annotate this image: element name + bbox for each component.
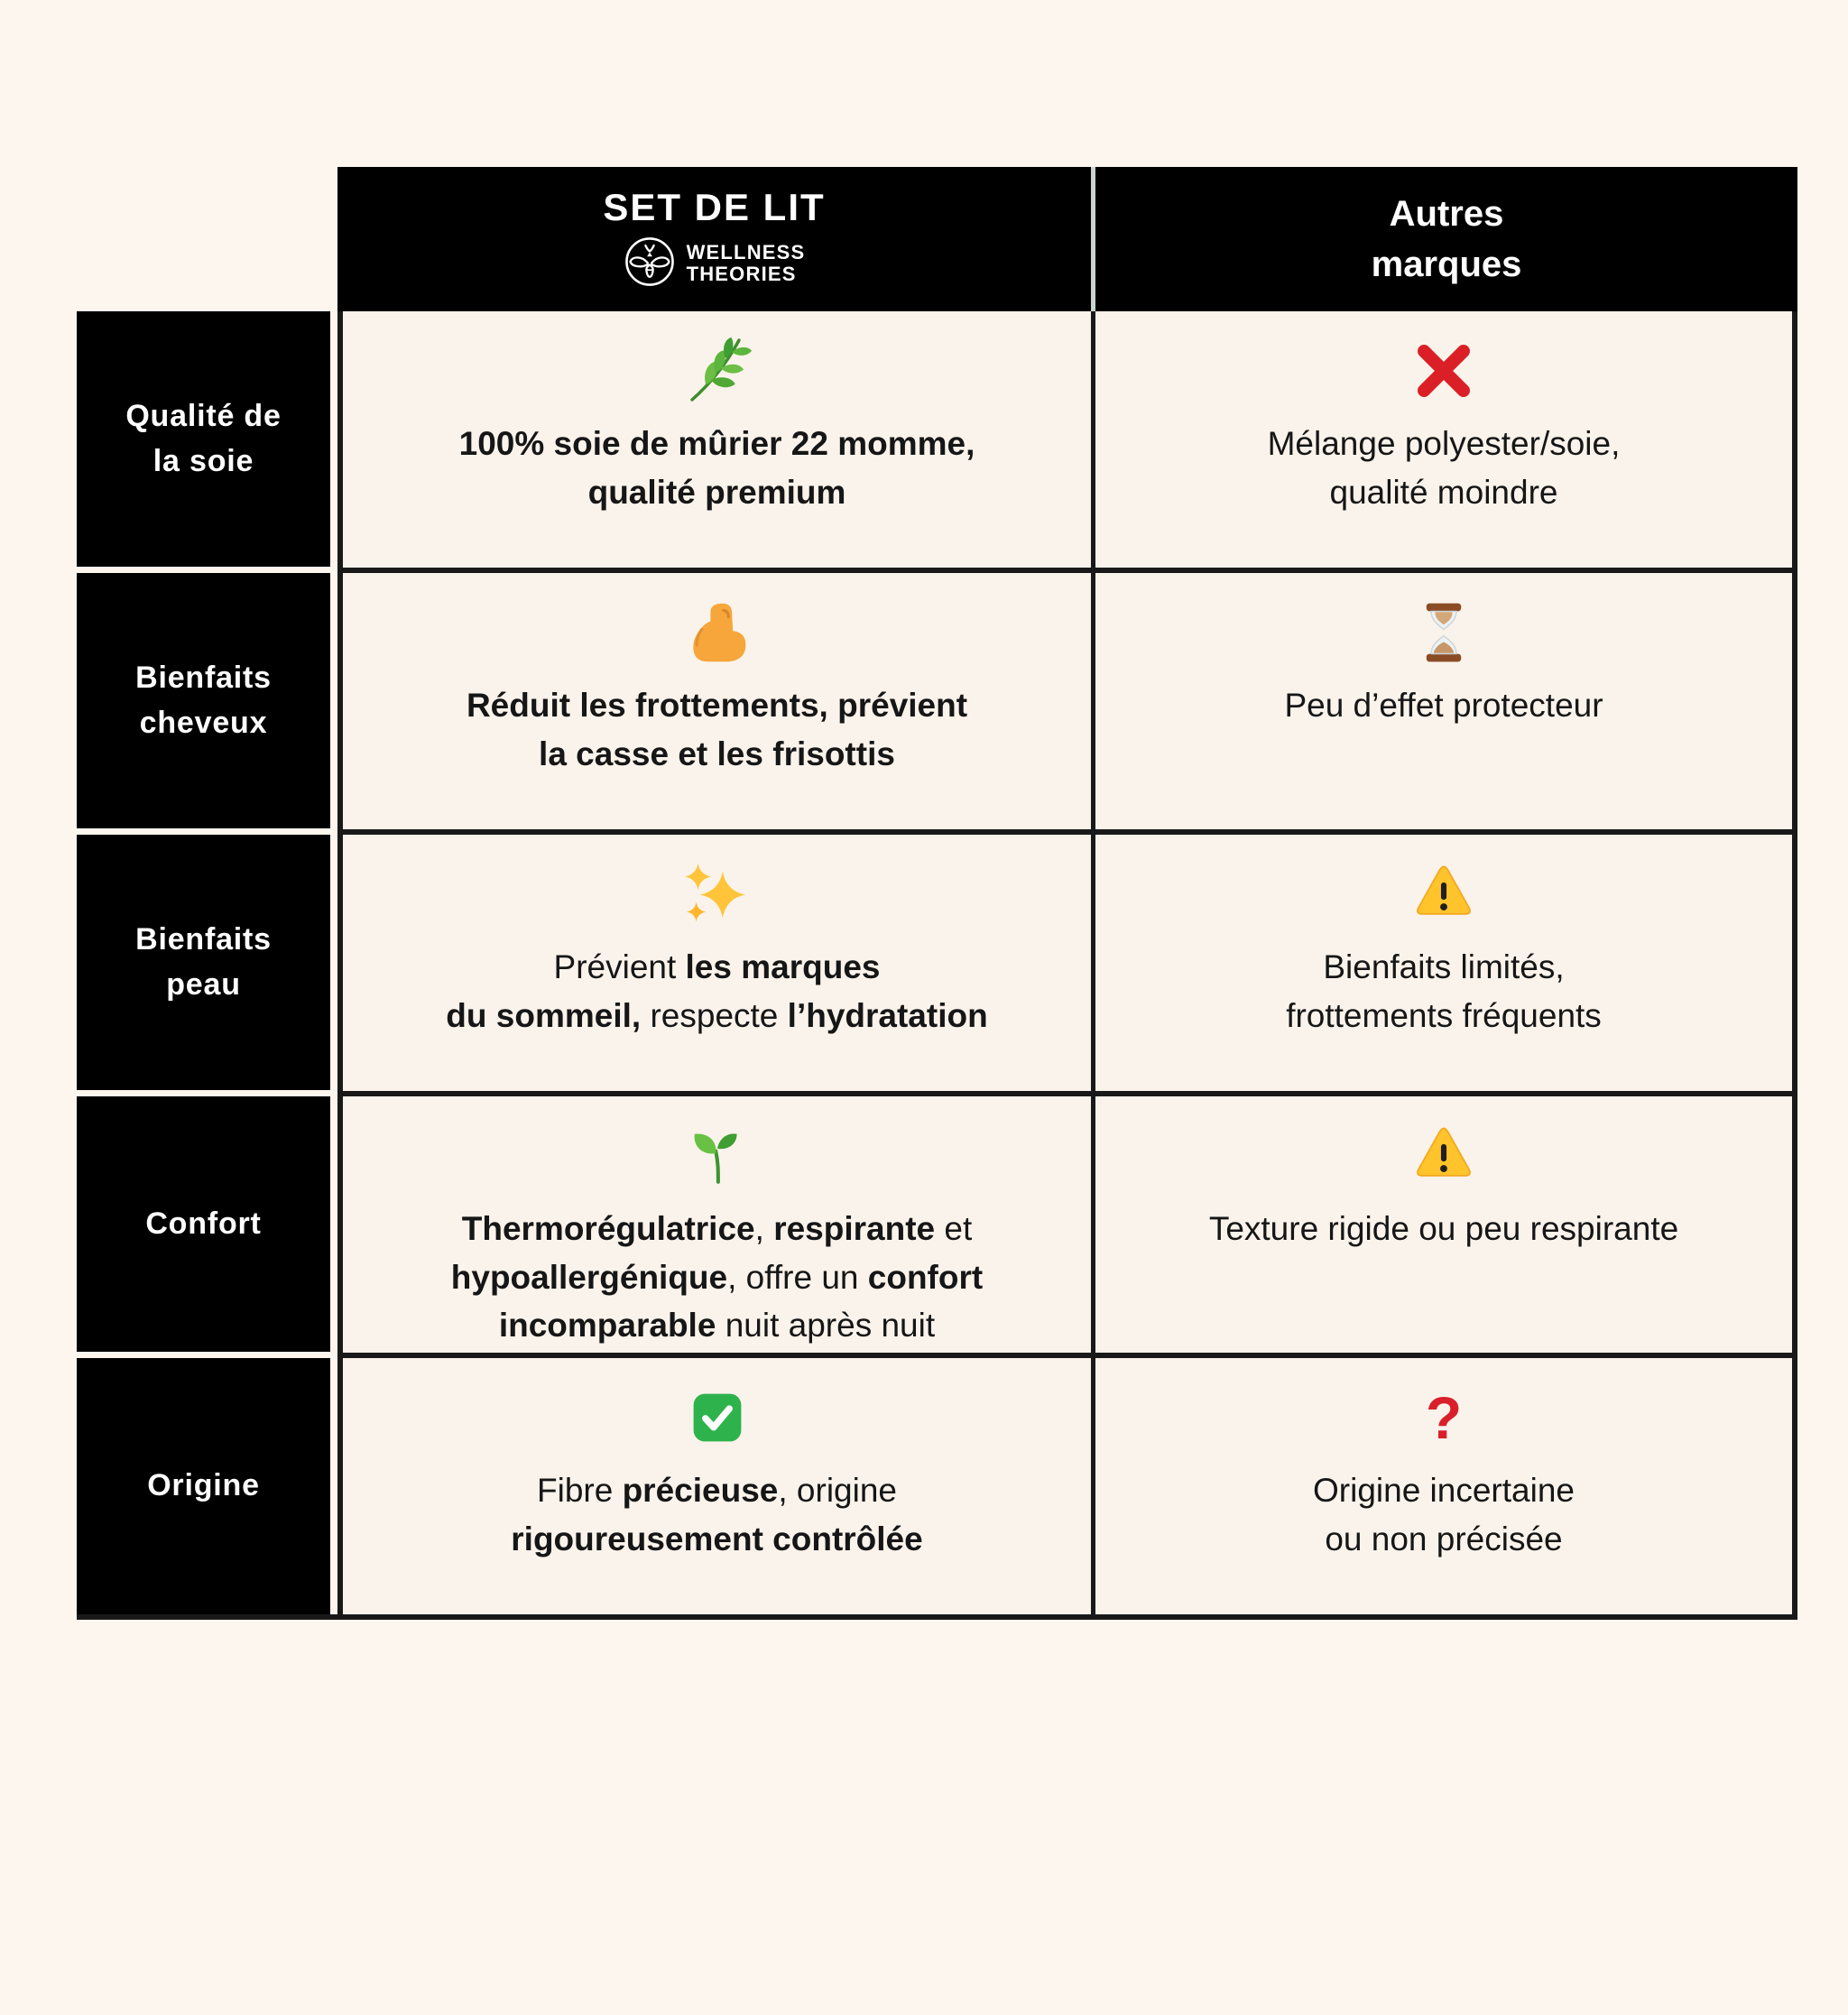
check-mark-icon: [688, 1383, 747, 1452]
other-cell-bienfaits-peau: Bienfaits limités, frottements fréquents: [1095, 835, 1797, 1096]
brand-name: WELLNESS THEORIES: [686, 240, 806, 286]
other-text: Origine incertaine ou non précisée: [1313, 1472, 1575, 1557]
header-other-cell: Autres marques: [1095, 167, 1797, 311]
column-gap: [330, 1358, 337, 1620]
product-text: Réduit les frottements, prévient la cass…: [466, 687, 968, 772]
row-label-origine: Origine: [77, 1358, 330, 1620]
warning-icon: [1410, 1122, 1477, 1190]
product-text: Thermorégulatrice, respirante et hypoall…: [450, 1210, 984, 1345]
warning-icon: [1410, 860, 1477, 929]
other-cell-confort: Texture rigide ou peu respirante: [1095, 1096, 1797, 1358]
sparkles-icon: [682, 860, 753, 929]
row-label-bienfaits-peau: Bienfaits peau: [77, 835, 330, 1096]
comparison-table: SET DE LIT WELLNESS THEORIES Autres marq…: [77, 167, 1797, 1620]
product-cell-confort: Thermorégulatrice, respirante et hypoall…: [337, 1096, 1095, 1358]
other-cell-qualite-soie: Mélange polyester/soie, qualité moindre: [1095, 311, 1797, 573]
row-label-qualite-soie: Qualité de la soie: [77, 311, 330, 573]
header-other-title: Autres marques: [1371, 194, 1522, 284]
product-cell-bienfaits-peau: Prévient les marques du sommeil, respect…: [337, 835, 1095, 1096]
cross-mark-icon: [1409, 337, 1478, 405]
other-text: Mélange polyester/soie, qualité moindre: [1267, 425, 1621, 511]
column-gap: [330, 835, 337, 1096]
other-text: Peu d’effet protecteur: [1284, 687, 1603, 724]
header-product-cell: SET DE LIT WELLNESS THEORIES: [337, 167, 1095, 311]
herb-icon: [681, 337, 753, 405]
header-product-title: SET DE LIT: [603, 186, 826, 229]
seedling-icon: [685, 1122, 750, 1190]
question-mark-icon: ?: [1425, 1384, 1463, 1451]
other-cell-origine: ? Origine incertaine ou non précisée: [1095, 1358, 1797, 1620]
column-gap: [330, 1096, 337, 1358]
product-cell-origine: Fibre précieuse, origine rigoureusement …: [337, 1358, 1095, 1620]
header-corner-spacer: [77, 167, 330, 311]
column-gap: [330, 167, 337, 311]
column-gap: [330, 311, 337, 573]
row-label-confort: Confort: [77, 1096, 330, 1358]
brand-logo: WELLNESS THEORIES: [624, 236, 806, 292]
product-text: 100% soie de mûrier 22 momme, qualité pr…: [458, 425, 975, 511]
product-text: Fibre précieuse, origine rigoureusement …: [511, 1472, 923, 1557]
flexed-biceps-icon: [683, 598, 752, 667]
other-text: Texture rigide ou peu respirante: [1208, 1210, 1679, 1247]
hourglass-icon: [1412, 598, 1475, 667]
product-cell-qualite-soie: 100% soie de mûrier 22 momme, qualité pr…: [337, 311, 1095, 573]
product-text: Prévient les marques du sommeil, respect…: [446, 948, 988, 1034]
column-gap: [330, 573, 337, 835]
other-text: Bienfaits limités, frottements fréquents: [1286, 948, 1602, 1034]
product-cell-bienfaits-cheveux: Réduit les frottements, prévient la cass…: [337, 573, 1095, 835]
other-cell-bienfaits-cheveux: Peu d’effet protecteur: [1095, 573, 1797, 835]
row-label-bienfaits-cheveux: Bienfaits cheveux: [77, 573, 330, 835]
bee-circle-logo-icon: [624, 236, 676, 292]
